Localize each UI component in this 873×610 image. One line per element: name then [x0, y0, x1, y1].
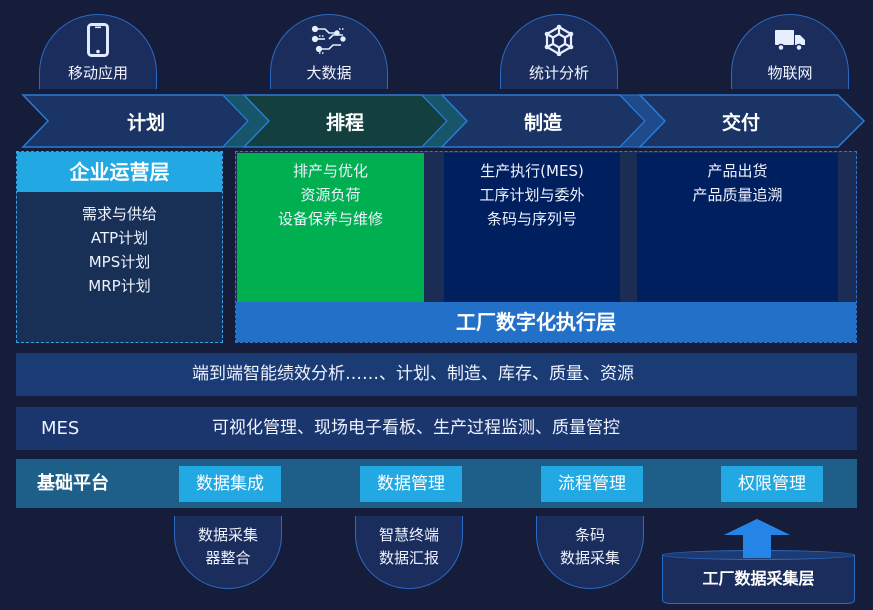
factory-item: 产品质量追溯	[692, 186, 783, 204]
badge-mobile-app: 移动应用	[39, 14, 157, 89]
factory-column-scheduling: 排产与优化 资源负荷 设备保养与维修	[237, 153, 424, 303]
source-line: 智慧终端	[378, 526, 439, 544]
source-smart-terminal: 智慧终端 数据汇报	[355, 516, 463, 589]
enterprise-item: ATP计划	[90, 229, 149, 247]
mes-text: 可视化管理、现场电子看板、生产过程监测、质量管控	[212, 418, 620, 438]
factory-item: 条码与序列号	[486, 210, 577, 228]
badge-label: 统计分析	[528, 64, 589, 82]
process-step-schedule: 排程	[325, 112, 364, 134]
factory-item: 产品出货	[707, 162, 768, 180]
module-data-management: 数据管理	[360, 466, 462, 502]
factory-column-delivery: 产品出货 产品质量追溯	[637, 153, 838, 303]
enterprise-item: 需求与供给	[81, 205, 157, 223]
enterprise-item: MRP计划	[88, 277, 151, 295]
factory-data-collection-layer: 工厂数据采集层	[662, 555, 855, 604]
module-process-management: 流程管理	[541, 466, 643, 502]
badge-label: 大数据	[306, 64, 352, 82]
factory-item: 生产执行(MES)	[480, 162, 584, 180]
big-data-circuit-icon	[271, 23, 387, 57]
truck-icon	[732, 23, 848, 57]
analytics-text: 端到端智能绩效分析……、计划、制造、库存、质量、资源	[192, 364, 634, 384]
source-barcode-collection: 条码 数据采集	[536, 516, 644, 589]
badge-statistics: 统计分析	[500, 14, 618, 89]
factory-item: 排产与优化	[292, 162, 368, 180]
factory-layer-title: 工厂数字化执行层	[236, 302, 856, 342]
factory-item: 工序计划与委外	[479, 186, 585, 204]
source-line: 数据汇报	[378, 549, 439, 567]
base-platform-label: 基础平台	[37, 473, 109, 494]
process-step-manufacture: 制造	[523, 112, 562, 134]
process-step-plan: 计划	[126, 112, 165, 134]
badge-label: 移动应用	[67, 64, 128, 82]
mes-row: MES 可视化管理、现场电子看板、生产过程监测、质量管控	[16, 407, 857, 450]
factory-execution-layer: 排产与优化 资源负荷 设备保养与维修 生产执行(MES) 工序计划与委外 条码与…	[235, 151, 857, 343]
up-arrow-overlay	[724, 519, 790, 558]
source-line: 条码	[574, 526, 605, 544]
factory-item: 资源负荷	[300, 186, 361, 204]
badge-label: 物联网	[767, 64, 813, 82]
factory-item: 设备保养与维修	[277, 210, 383, 228]
analytics-row: 端到端智能绩效分析……、计划、制造、库存、质量、资源	[16, 353, 857, 396]
source-line: 数据采集	[197, 526, 258, 544]
enterprise-layer-items: 需求与供给 ATP计划 MPS计划 MRP计划	[17, 202, 222, 298]
source-collector-integration: 数据采集 器整合	[174, 516, 282, 589]
enterprise-item: MPS计划	[88, 253, 151, 271]
module-permission-management: 权限管理	[721, 466, 823, 502]
network-hexagon-icon	[501, 23, 617, 57]
source-line: 器整合	[205, 549, 251, 567]
mes-label: MES	[41, 418, 80, 439]
source-line: 数据采集	[559, 549, 620, 567]
process-step-delivery: 交付	[721, 112, 760, 134]
badge-big-data: 大数据	[270, 14, 388, 89]
factory-column-manufacturing: 生产执行(MES) 工序计划与委外 条码与序列号	[444, 153, 620, 303]
collection-layer-title: 工厂数据采集层	[702, 569, 815, 588]
base-platform-row: 基础平台 数据集成 数据管理 流程管理 权限管理	[16, 459, 857, 508]
process-chevron-bar	[21, 94, 866, 148]
enterprise-layer-title: 企业运营层	[17, 152, 222, 192]
enterprise-operations-layer: 企业运营层 需求与供给 ATP计划 MPS计划 MRP计划	[16, 151, 223, 343]
mobile-phone-icon	[40, 23, 156, 57]
badge-iot: 物联网	[731, 14, 849, 89]
module-data-integration: 数据集成	[179, 466, 281, 502]
